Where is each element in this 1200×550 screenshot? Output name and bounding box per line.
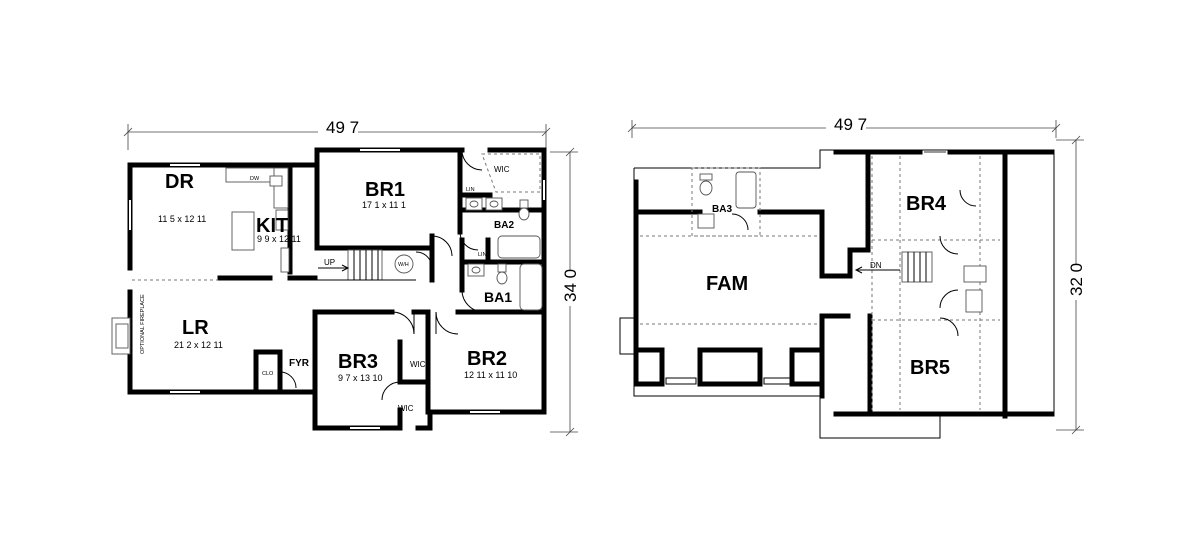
first-floor-depth-text: 34 0	[561, 269, 580, 302]
up-label: UP	[324, 258, 335, 267]
room-wic-br1-label: WIC	[494, 165, 510, 174]
room-br4-label: BR4	[906, 193, 947, 215]
second-floor-windows	[665, 151, 946, 385]
room-ba3-label: BA3	[712, 204, 732, 215]
dw-label: DW	[250, 176, 260, 182]
first-floor-bath-fixtures	[465, 153, 543, 311]
second-floor-stairs: DN	[854, 251, 933, 283]
second-floor-room-labels: FAM BA3 BR4 BR5	[706, 193, 950, 379]
room-br3-size: 9 7 x 13 10	[338, 373, 383, 383]
room-br1-label: BR1	[365, 179, 405, 201]
room-lin2-label: LIN	[478, 252, 487, 258]
second-floor-outline	[619, 149, 1055, 439]
first-floor-depth-dimension: 34 0	[550, 147, 580, 437]
room-br5-label: BR5	[910, 357, 950, 379]
first-floor-room-labels: DR 11 5 x 12 11 KIT 9 9 x 12 11 BR1 17 1…	[158, 165, 517, 413]
room-wic-br3b-label: WIC	[398, 404, 414, 413]
second-floor-width-text: 49 7	[834, 115, 867, 134]
room-kit-size: 9 9 x 12 11	[257, 234, 301, 244]
first-floor-stairs: UP W/H	[317, 249, 416, 281]
room-fam-label: FAM	[706, 273, 748, 295]
second-floor-depth-dimension: 32 0	[1056, 135, 1086, 435]
second-floor-depth-text: 32 0	[1067, 263, 1086, 296]
first-floor-width-dimension: 49 7	[123, 114, 551, 150]
ba3-fixtures	[697, 171, 757, 231]
wh-label: W/H	[398, 262, 409, 268]
room-ba2-label: BA2	[494, 220, 514, 231]
room-br2-label: BR2	[467, 348, 507, 370]
optional-fireplace: OPTIONAL FIREPLACE	[111, 294, 146, 355]
kitchen-fixtures: DW	[225, 167, 290, 273]
first-floor-width-text: 49 7	[326, 118, 359, 137]
room-dr-size: 11 5 x 12 11	[158, 214, 206, 224]
room-dr-label: DR	[165, 171, 194, 193]
room-kit-label: KIT	[256, 215, 288, 237]
room-br1-size: 17 1 x 11 1	[362, 200, 406, 210]
second-floor-width-dimension: 49 7	[627, 110, 1061, 138]
room-fyr-label: FYR	[289, 358, 310, 369]
room-ba1-label: BA1	[484, 289, 512, 305]
room-lin1-label: LIN	[466, 187, 475, 193]
second-floor-plan: 49 7 32 0	[619, 110, 1086, 439]
room-lr-label: LR	[182, 317, 209, 339]
hall-bath-fixtures	[939, 189, 987, 337]
room-clo-label: CLO	[262, 371, 274, 377]
room-lr-size: 21 2 x 12 11	[174, 340, 223, 350]
room-br2-size: 12 11 x 11 10	[464, 370, 517, 380]
second-floor-walls	[633, 149, 1055, 419]
first-floor-windows	[129, 149, 545, 429]
first-floor-doors	[279, 149, 485, 401]
second-floor-dashed-lines	[640, 156, 1000, 410]
fireplace-label: OPTIONAL FIREPLACE	[140, 294, 146, 354]
first-floor-plan: 49 7 34 0	[111, 114, 580, 437]
dn-label: DN	[870, 261, 882, 270]
room-wic-br3-label: WIC	[410, 360, 426, 369]
room-br3-label: BR3	[338, 351, 378, 373]
